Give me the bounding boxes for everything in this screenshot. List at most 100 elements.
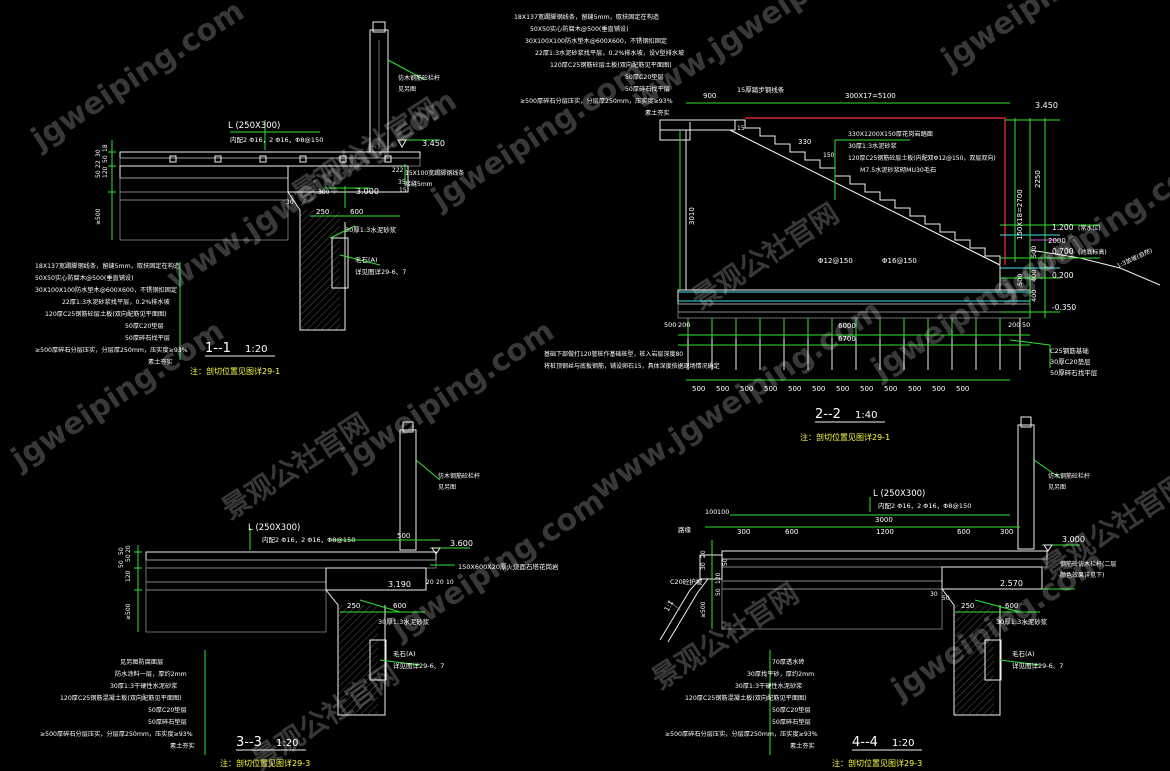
sec4-dim-600: 600 <box>1005 602 1018 610</box>
sec3-elev: 3.600 <box>450 539 473 548</box>
sec3-dim-20b: 20 <box>436 579 444 586</box>
sec2-rdim: 500 <box>1030 246 1038 258</box>
sec4-layer: 50厚碎石垫层 <box>772 718 811 726</box>
sec1-v-50b: 50 <box>102 155 109 163</box>
sec3-v: 50 <box>118 547 125 555</box>
sec2-edge: 200 <box>1008 321 1020 329</box>
sec4-layer: 120厚C25钢筋混凝土板(双向配筋见平面图) <box>685 694 807 702</box>
sec1-title: 1--1 <box>205 341 231 356</box>
section-3-3: L (250X300) 内配2 Φ16，2 Φ16，Φ8@150 仿木钢筋砼栏杆… <box>40 421 559 768</box>
sec3-layer: ≥500厚碎石分层压实，分层厚250mm，压实度≥93% <box>40 730 193 738</box>
sec2-edge: 50 <box>1022 321 1030 329</box>
beam <box>941 566 1043 590</box>
water-outline <box>745 117 1006 265</box>
sec1-layer: 22厚1:3水泥砂浆找平层，0.2%排水坡 <box>62 298 170 306</box>
sec1-layer: 30X100X100防水垫木@600X600，不锈钢扣固定 <box>35 286 177 294</box>
sec2-bottom-label: (池底标高) <box>1078 248 1107 256</box>
sec1-v-50: 50 <box>95 170 102 178</box>
sec1-v-120: 120 <box>102 166 109 178</box>
beam <box>287 165 409 193</box>
sec2-elev-top: 3.450 <box>1035 101 1058 110</box>
sec4-railing: 仿木钢筋砼栏杆 <box>1048 472 1090 480</box>
sec2-pile-spacing: 500 500 500 500 500 500 500 500 500 500 … <box>692 385 969 393</box>
sec4-v: 50 <box>715 588 722 596</box>
sec3-layer: 50厚C20垫层 <box>148 706 187 714</box>
sec1-dim-222: 222 <box>392 167 404 174</box>
sec1-layer: ≥500厚碎石分层压实，分层厚250mm，压实度≥93% <box>35 346 188 354</box>
sec4-elev: 3.000 <box>1062 535 1085 544</box>
watermark-text: jgweiping.com <box>334 314 560 478</box>
sec1-v-500: ≥500 <box>95 208 102 225</box>
watermark-text: jgweiping.com <box>384 484 610 648</box>
sec4-layer-list: 70厚透水砖 30厚找平砂，厚约2mm 30厚1:3干硬性水泥砂浆 120厚C2… <box>665 658 818 750</box>
sec4-curb: 路缘 <box>678 525 692 534</box>
sec3-v: ≥500 <box>125 603 132 620</box>
staircase <box>730 119 1001 264</box>
sec4-layer: 素土夯实 <box>790 742 815 750</box>
sec2-rebar1: Φ12@150 <box>818 257 853 265</box>
sec1-layer: 50厚碎石找平层 <box>125 334 170 342</box>
pile-dim: 500 <box>716 385 729 393</box>
sec3-v: 50 <box>118 560 125 568</box>
sec2-elev-water: 1.200 <box>1052 223 1074 232</box>
sec2-layer: 50厚C20垫层 <box>625 73 664 81</box>
gravel-base <box>145 589 327 633</box>
beam <box>325 567 427 591</box>
sec1-stone-ref: 详见图详29-6、7 <box>355 267 406 276</box>
sec2-stair-label: 15厚踏步钢线条 <box>737 85 785 94</box>
sec2-edge: 200 <box>678 321 690 329</box>
sec2-rdim: 400 <box>1030 270 1038 282</box>
pile-dim: 500 <box>788 385 801 393</box>
sec2-found-layer: C25钢筋基础 <box>1050 346 1089 355</box>
sec2-step-15: 15 <box>737 125 745 132</box>
sec1-layer-list: 18X137宽踢脚钢线条，留缝5mm，取扶固定在构造 50X50实心防腐木@50… <box>35 262 188 366</box>
sec3-dim-20: 20 <box>426 579 434 586</box>
sec3-stone: 毛石(A) <box>393 649 416 658</box>
sec2-elev-bottom: 0.700 <box>1052 247 1074 256</box>
sec3-vert-dims: 50 20 120 50 50 ≥500 <box>118 545 132 620</box>
sec2-layer: 22厚1:3水泥砂浆找平层，0.2%排水坡，设V型排水坡 <box>535 49 684 57</box>
section-2-2: 18X137宽踢脚钢线条，留缝5mm，取扶固定在构造 50X50实心防腐木@50… <box>514 13 1161 442</box>
sec4-tdim: 100 <box>717 508 729 516</box>
sec2-found-layer: 50厚碎石找平层 <box>1050 368 1098 377</box>
sec2-edge: 500 <box>664 321 676 329</box>
pile-dim: 500 <box>692 385 705 393</box>
sec2-elev-neg: -0.350 <box>1052 303 1076 312</box>
sec3-v: 20 <box>125 545 132 553</box>
sec3-dim-10: 10 <box>446 579 454 586</box>
sec3-rebar: 内配2 Φ16，2 Φ16，Φ8@150 <box>262 535 355 544</box>
sec4-tdim: 300 <box>737 528 750 536</box>
sec4-layer: 70厚透水砖 <box>772 658 805 666</box>
sec4-stone: 毛石(A) <box>1012 649 1035 658</box>
railing-post <box>1017 424 1035 550</box>
sec2-layer: 18X137宽踢脚钢线条，留缝5mm，取扶固定在构造 <box>514 13 659 21</box>
sec2-base-w2: 6700 <box>838 335 856 343</box>
sec1-layer: 素土夯实 <box>148 358 173 366</box>
watermark-layer: jgweiping.com www.jgweiping.com jgweipin… <box>4 0 1170 771</box>
sec2-rdim: 400 <box>1030 290 1038 302</box>
sec3-railing: 仿木钢筋砼栏杆 <box>438 472 480 480</box>
curb <box>699 554 723 580</box>
sec2-rise-dim: 2250 <box>1034 170 1042 188</box>
sec4-tdim: 600 <box>785 528 798 536</box>
sec1-mortar: 30厚1:3水泥砂浆 <box>345 225 397 234</box>
sec4-stone-ref: 详见图详29-6、7 <box>1012 661 1063 670</box>
sec4-layer: ≥500厚碎石分层压实，分层厚250mm，压实度≥93% <box>665 730 818 738</box>
sec2-dim-run: 300X17=5100 <box>845 92 896 100</box>
sec3-stone-ref: 详见图详29-6、7 <box>393 661 444 670</box>
pile-dim: 500 <box>812 385 825 393</box>
sec2-layer: 素土夯实 <box>645 109 670 117</box>
sec2-left-height: 3010 <box>688 207 696 225</box>
sec2-pile-note: 基础下部做打120管桩作基础桩型，桩入岩层深度80 <box>544 350 683 358</box>
sec2-title: 2--2 <box>815 407 841 422</box>
sec2-layer: 120厚C25钢筋砼层土板(双向配筋见平面图) <box>550 61 672 69</box>
sec2-found-layer: 30厚C20垫层 <box>1050 357 1091 366</box>
pile-dim: 500 <box>956 385 969 393</box>
sec4-elev-low: 2.570 <box>1000 579 1023 588</box>
sec3-layer: 见另图防腐面层 <box>120 658 163 666</box>
watermark-text: 景观公社官网 <box>246 658 405 771</box>
sec3-stone-label: 150X600X20厚火烧面石塔花岗岩 <box>458 562 559 571</box>
sec2-rdim: 500 <box>1016 274 1024 286</box>
sec2-pile-note: 将桩顶钢丝与底板钢筋，铺设卵石15，具体深度依据现场情况确定 <box>544 362 720 370</box>
